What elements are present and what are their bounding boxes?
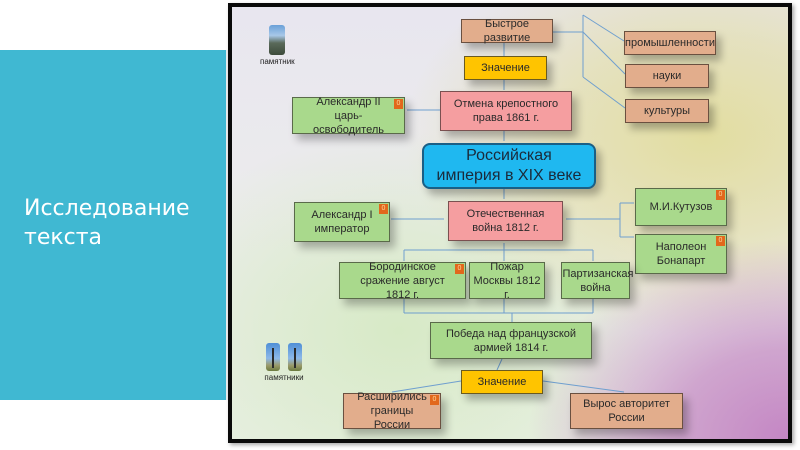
monuments-link[interactable]: памятники (262, 343, 306, 382)
borders-expanded-box[interactable]: Расширились границы России 0 (343, 391, 441, 431)
connector-line (496, 358, 503, 371)
badge-counter: 0 (379, 204, 388, 214)
title-panel (0, 50, 226, 400)
badge-counter: 0 (716, 190, 725, 200)
abolition-serfdom-box[interactable]: Отмена крепостного права 1861 г. (440, 91, 572, 131)
science-box[interactable]: науки (625, 64, 709, 88)
victory-box[interactable]: Победа над французской армией 1814 г. (430, 322, 592, 359)
slide-title: Исследование текста (24, 196, 190, 250)
monument-link[interactable]: памятник (260, 25, 295, 66)
center-topic-box[interactable]: Российская империя в XIX веке (422, 143, 596, 189)
rapid-development-box[interactable]: Быстрое развитие (461, 18, 553, 44)
culture-box[interactable]: культуры (625, 99, 709, 123)
badge-counter: 0 (394, 99, 403, 109)
connector-lines (391, 14, 634, 393)
napoleon-box[interactable]: Наполеон Бонапарт 0 (635, 234, 727, 274)
monuments-label: памятники (264, 373, 304, 382)
authority-grew-box[interactable]: Вырос авторитет России (570, 393, 683, 429)
badge-counter: 0 (716, 236, 725, 246)
badge-counter: 0 (430, 395, 439, 405)
borodino-box[interactable]: Бородинское сражение август 1812 г. 0 (339, 261, 466, 301)
monument-icon (266, 343, 280, 371)
monument-icon (288, 343, 302, 371)
moscow-fire-box[interactable]: Пожар Москвы 1812 г. (469, 261, 545, 301)
partisan-war-box[interactable]: Партизанская война (561, 262, 633, 299)
badge-counter: 0 (455, 264, 464, 274)
significance-box-bottom[interactable]: Значение (461, 370, 543, 394)
connector-line (582, 76, 626, 109)
kutuzov-box[interactable]: М.И.Кутузов 0 (635, 188, 727, 226)
alexander-i-box[interactable]: Александр I император 0 (294, 202, 390, 242)
significance-box-top[interactable]: Значение (464, 56, 547, 80)
industry-box[interactable]: промышленности (624, 31, 716, 55)
monument-icon (269, 25, 286, 55)
connector-line (542, 380, 625, 393)
alexander-ii-box[interactable]: Александр II царь-освободитель 0 (292, 96, 405, 136)
patriotic-war-box[interactable]: Отечественная война 1812 г. (448, 201, 563, 241)
connector-line (582, 31, 626, 75)
diagram-image: памятник памятники Быстрое развитие пром… (228, 3, 792, 443)
connector-line (582, 14, 625, 42)
monument-label: памятник (260, 57, 295, 66)
connector-line (391, 380, 462, 393)
